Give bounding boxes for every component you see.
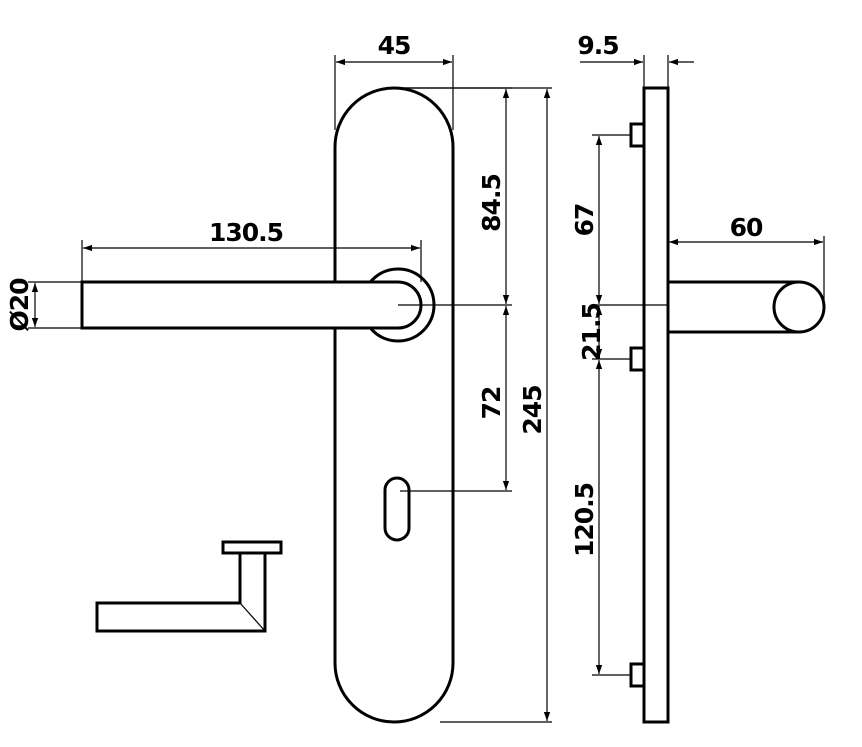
dimension-labels: 45 9.5 130.5 Ø20 84.5 72 245 67 21.5 120…: [5, 31, 764, 557]
screw-boss-middle: [629, 346, 646, 372]
label-lever-length: 130.5: [209, 218, 283, 247]
keyhole: [383, 476, 411, 542]
screw-boss-bottom: [629, 662, 646, 688]
label-plate-thickness: 9.5: [577, 31, 618, 60]
label-total-height: 245: [518, 385, 547, 434]
side-view: [629, 86, 826, 724]
plate-side: [642, 86, 670, 724]
iso-lever: [95, 553, 267, 633]
label-handle-to-keyhole: 72: [477, 387, 506, 420]
label-lever-diameter: Ø20: [5, 278, 34, 332]
iso-rose: [221, 540, 283, 555]
front-view: [80, 86, 455, 724]
screw-boss-top: [629, 122, 646, 148]
lever-side: [668, 280, 799, 334]
lever-arm: [80, 280, 423, 330]
label-handle-to-top: 84.5: [477, 174, 506, 232]
dimension-lines: [28, 55, 825, 723]
label-handle-to-mid-screw: 21.5: [577, 303, 606, 361]
label-top-screw-to-handle: 67: [570, 204, 599, 237]
label-plate-width: 45: [378, 31, 411, 60]
back-plate: [333, 86, 455, 724]
isometric-view: [95, 540, 283, 633]
lever-end: [772, 280, 826, 334]
label-lever-projection: 60: [730, 213, 763, 242]
label-mid-to-bottom-screw: 120.5: [570, 483, 599, 557]
